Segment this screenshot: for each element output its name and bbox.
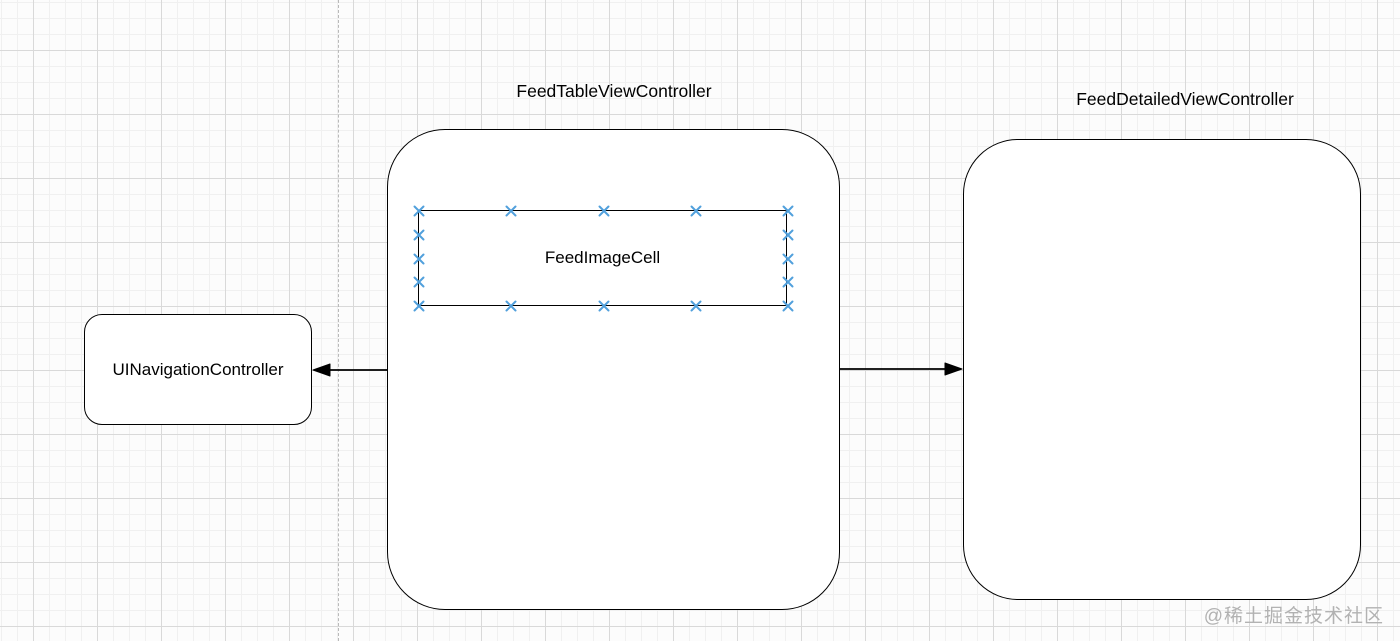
feedtableviewcontroller-title: FeedTableViewController — [516, 81, 712, 101]
node-feedimagecell[interactable]: FeedImageCell — [413, 205, 794, 312]
feeddetailedviewcontroller-title: FeedDetailedViewController — [1076, 89, 1294, 109]
node-feeddetailedviewcontroller[interactable] — [963, 139, 1361, 600]
page-guide-line — [338, 0, 339, 641]
watermark: @稀土掘金技术社区 — [1203, 606, 1384, 627]
node-uinavigationcontroller[interactable]: UINavigationController — [84, 314, 312, 425]
edge-feedtable-to-uinavigation[interactable] — [312, 363, 388, 377]
edge-feedtable-to-feeddetailed[interactable] — [839, 362, 963, 376]
node-feedtableviewcontroller[interactable] — [387, 129, 840, 610]
uinavigationcontroller-label: UINavigationController — [112, 359, 284, 379]
feedimagecell-label: FeedImageCell — [544, 248, 661, 267]
